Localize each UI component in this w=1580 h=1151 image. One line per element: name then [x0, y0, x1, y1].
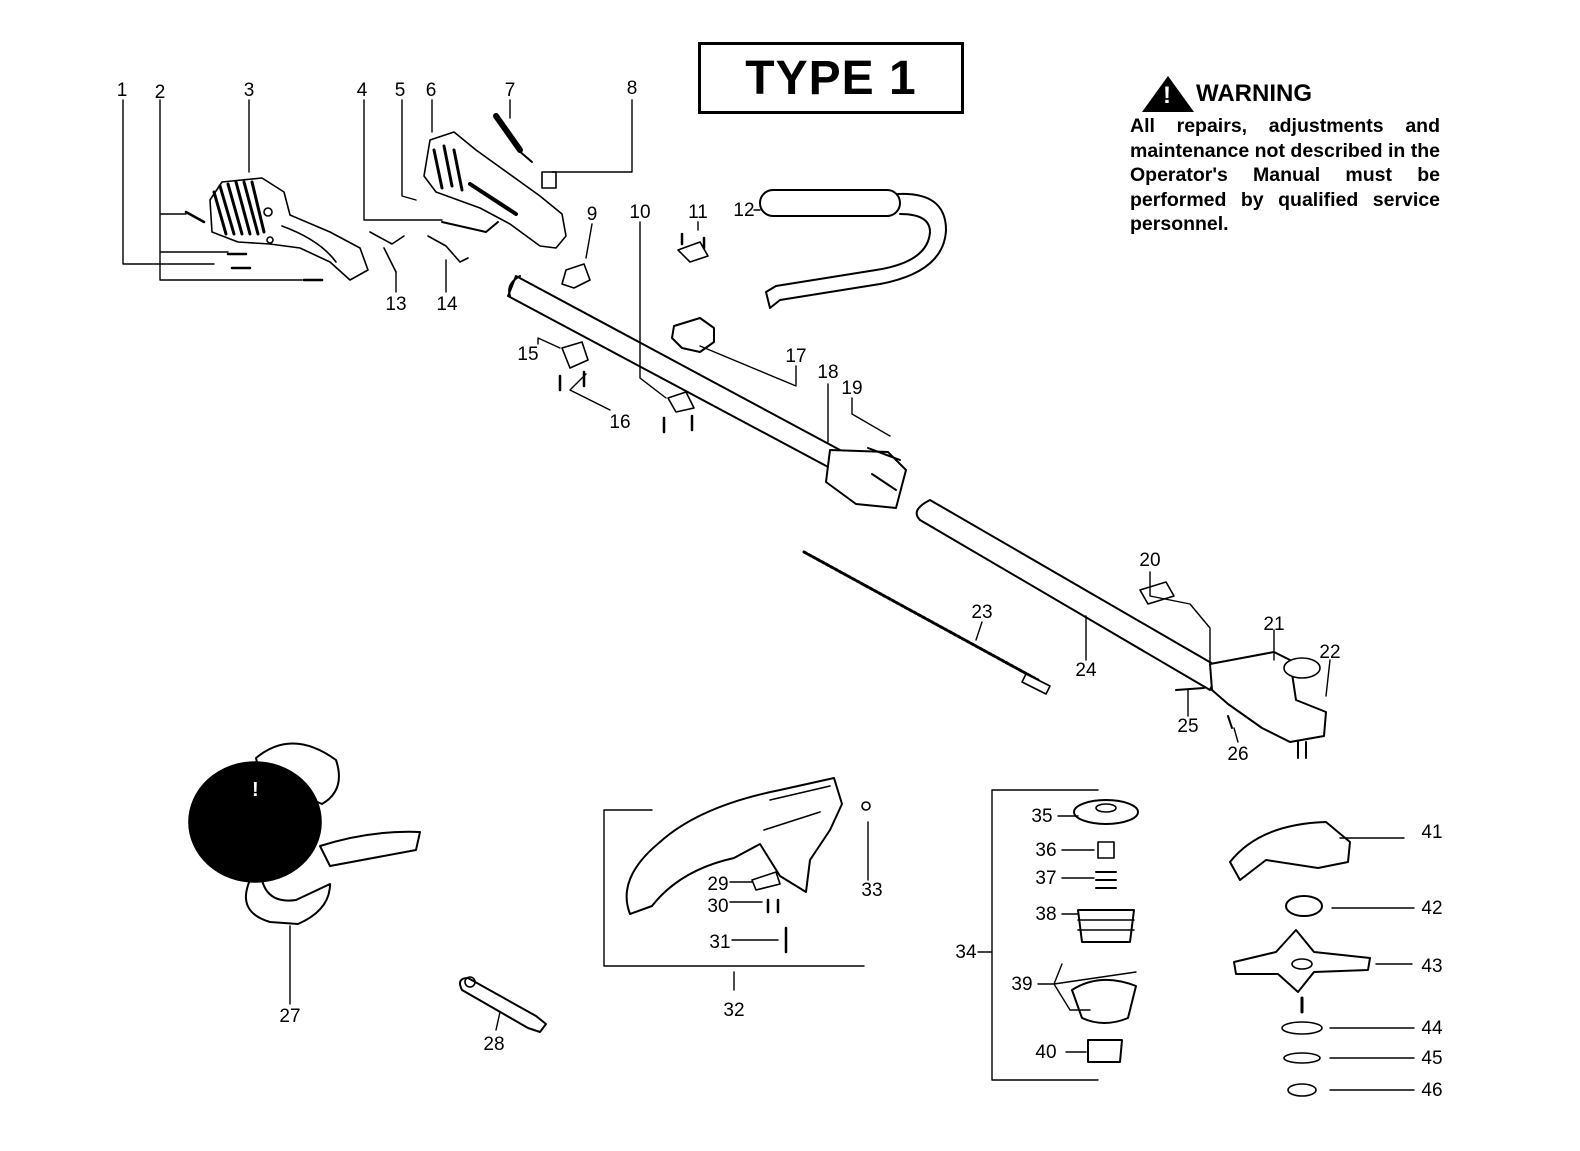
part-label-32: 32: [723, 1000, 744, 1021]
gearhead-illustration: [1175, 651, 1327, 759]
part-label-21: 21: [1263, 614, 1284, 635]
warning-triangle-icon: !: [1142, 76, 1194, 112]
shield-illustration: [625, 777, 871, 954]
part-label-34: 34: [955, 942, 977, 963]
part-label-3: 3: [244, 80, 255, 101]
wrench-illustration: [459, 976, 547, 1033]
part-label-40: 40: [1035, 1042, 1056, 1063]
part-label-11: 11: [688, 202, 708, 223]
throttle-cable-illustration: [759, 189, 947, 309]
part-label-38: 38: [1035, 904, 1056, 925]
part-label-24: 24: [1075, 660, 1097, 681]
part-label-39: 39: [1011, 974, 1032, 995]
part-label-42: 42: [1421, 898, 1442, 919]
warning-heading-row: ! WARNING: [1130, 76, 1440, 112]
part-label-2: 2: [155, 82, 166, 103]
part-label-13: 13: [385, 294, 406, 315]
leader-lines: [122, 99, 1415, 1091]
warning-heading: WARNING: [1196, 80, 1312, 107]
part-label-8: 8: [627, 78, 638, 99]
part-label-45: 45: [1421, 1048, 1442, 1069]
type-title: TYPE 1: [745, 51, 917, 105]
part-label-43: 43: [1421, 956, 1442, 977]
part-label-12: 12: [733, 200, 754, 221]
trimmer-head-illustration: [1071, 799, 1139, 1063]
part-label-19: 19: [841, 378, 862, 399]
part-label-36: 36: [1035, 840, 1056, 861]
warning-block: ! WARNING All repairs, adjustments and m…: [1130, 76, 1440, 237]
part-label-35: 35: [1031, 806, 1052, 827]
part-label-16: 16: [609, 412, 630, 433]
part-label-6: 6: [426, 80, 437, 101]
part-label-33: 33: [861, 880, 882, 901]
part-label-14: 14: [436, 294, 458, 315]
part-label-4: 4: [357, 80, 368, 101]
part-label-26: 26: [1227, 744, 1248, 765]
part-label-17: 17: [785, 346, 806, 367]
part-label-10: 10: [629, 202, 650, 223]
part-label-1: 1: [117, 80, 128, 101]
type-title-box: TYPE 1: [698, 42, 964, 114]
fasteners-1-2-illustration: [184, 210, 324, 282]
upper-drive-shaft-tube-illustration: [507, 275, 907, 509]
trigger-springs-illustration: [369, 221, 499, 273]
part-label-31: 31: [709, 932, 730, 953]
part-label-15: 15: [517, 344, 538, 365]
harness-illustration: !: [188, 742, 421, 925]
part-label-18: 18: [817, 362, 838, 383]
part-label-25: 25: [1177, 716, 1198, 737]
part-label-37: 37: [1035, 868, 1056, 889]
warning-text: All repairs, adjustments and maintenance…: [1130, 115, 1440, 235]
throttle-housing-illustration: [423, 113, 567, 249]
part-label-44: 44: [1421, 1018, 1443, 1039]
part-label-5: 5: [395, 80, 406, 101]
engine-housing-illustration: [209, 177, 369, 281]
part-label-29: 29: [707, 874, 728, 895]
clamps-illustration: [558, 232, 715, 434]
part-label-23: 23: [971, 602, 992, 623]
blade-assembly-illustration: [1229, 821, 1371, 1097]
drive-shaft-illustration: [802, 550, 1051, 695]
part-label-28: 28: [483, 1034, 504, 1055]
part-label-9: 9: [587, 204, 598, 225]
part-label-46: 46: [1421, 1080, 1442, 1101]
part-label-41: 41: [1421, 822, 1442, 843]
part-label-20: 20: [1139, 550, 1160, 571]
part-label-30: 30: [707, 896, 728, 917]
part-label-22: 22: [1319, 642, 1340, 663]
svg-text:!: !: [252, 779, 259, 801]
part-label-7: 7: [505, 80, 516, 101]
lower-drive-shaft-tube-illustration: [915, 499, 1221, 691]
part-label-27: 27: [279, 1006, 300, 1027]
